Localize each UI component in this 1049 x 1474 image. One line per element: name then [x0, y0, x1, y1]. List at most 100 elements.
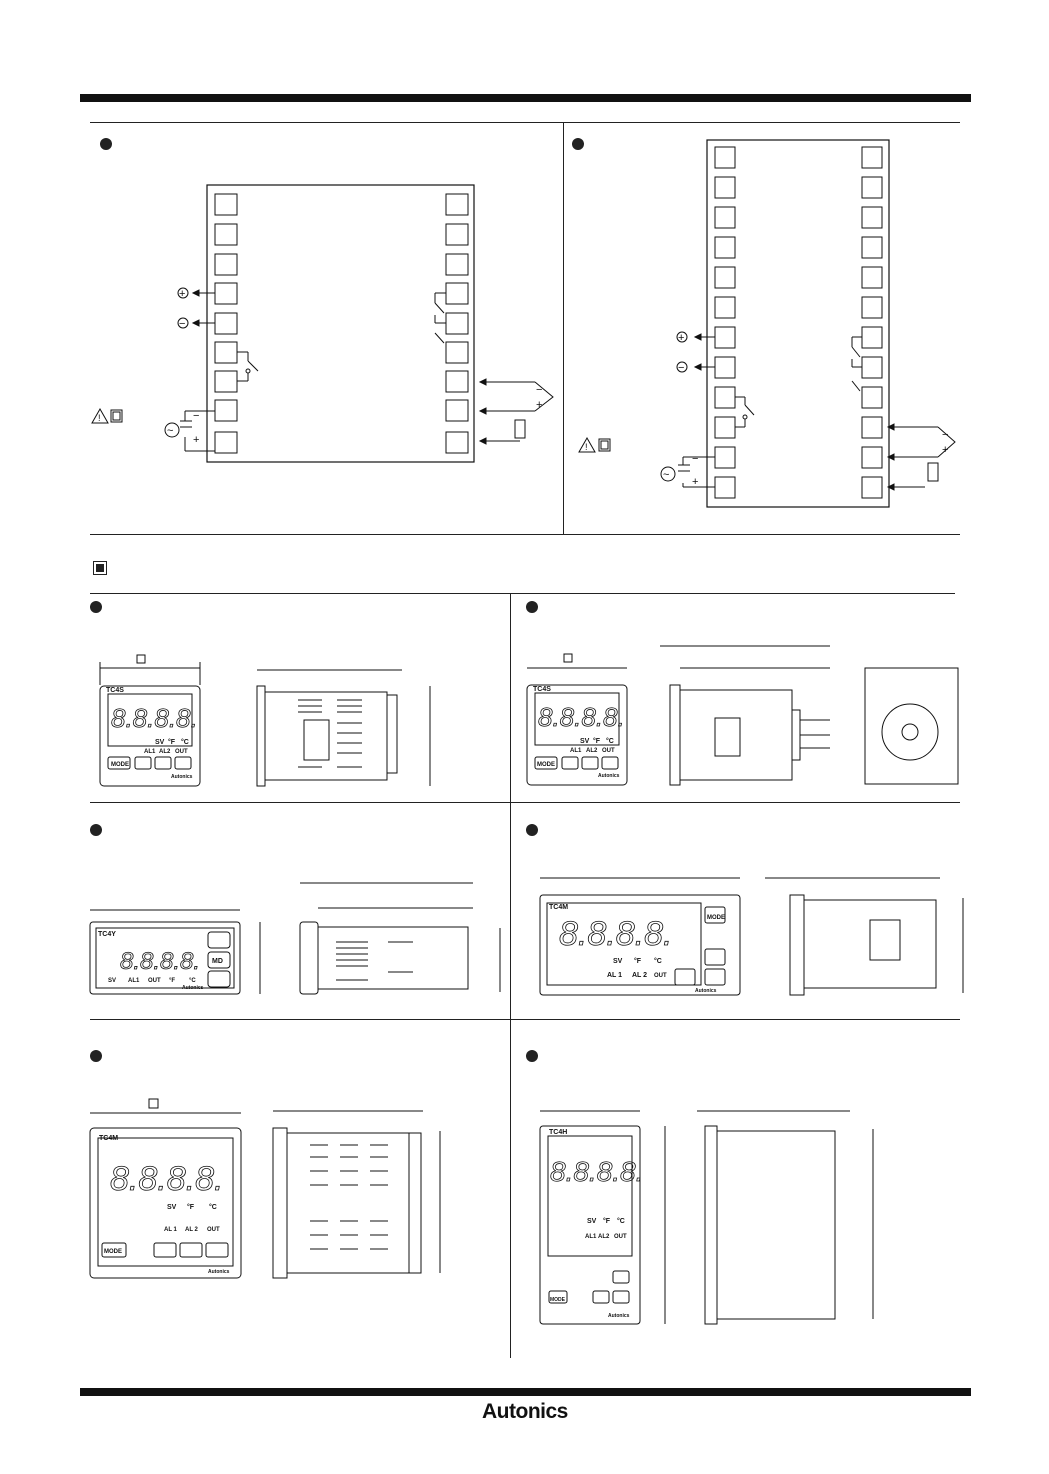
svg-text:°C: °C: [654, 957, 662, 965]
bottom-rule: [80, 1388, 971, 1396]
tc4m-dimension-drawing: TC4M MODE SV °F °C AL 1 AL 2 OUT Autonic…: [89, 1098, 441, 1279]
svg-text:SV: SV: [587, 1218, 597, 1225]
svg-text:OUT: OUT: [175, 749, 188, 755]
svg-text:OUT: OUT: [654, 973, 667, 979]
svg-text:+: +: [536, 399, 542, 411]
connection-diagram-right: + − ~ ! − + − +: [578, 139, 956, 508]
svg-text:−: −: [193, 410, 199, 422]
svg-text:AL2: AL2: [586, 748, 598, 754]
top-rule: [80, 94, 971, 102]
svg-text:−: −: [692, 453, 698, 465]
bullet-icon: [90, 1050, 102, 1062]
svg-text:8.8.8.8.: 8.8.8.8.: [111, 703, 198, 733]
svg-text:OUT: OUT: [207, 1227, 220, 1233]
svg-text:MODE: MODE: [550, 1297, 566, 1303]
section-rule: [90, 122, 960, 123]
svg-text:°C: °C: [617, 1217, 625, 1225]
section-rule: [90, 593, 955, 594]
tc4w-dimension-drawing: TC4M MODE SV °F °C AL 1 AL 2 OUT Autonic…: [539, 877, 964, 996]
tc4h-dimension-drawing: TC4H MODE SV °F °C AL1 AL2 OUT Autonics …: [539, 1110, 874, 1325]
svg-text:AL1: AL1: [570, 748, 582, 754]
section-divider: [563, 122, 564, 534]
bullet-icon: [526, 1050, 538, 1062]
tc4y-dimension-drawing: TC4Y MD SV AL1 OUT °F °C Autonics 8.8.8.…: [89, 882, 501, 995]
plus-symbol: +: [179, 288, 185, 300]
ac-symbol: ~: [167, 425, 173, 437]
svg-text:Autonics: Autonics: [171, 774, 193, 780]
svg-text:OUT: OUT: [148, 978, 161, 984]
svg-text:−: −: [678, 362, 684, 374]
section-rule: [90, 534, 960, 535]
svg-text:AL 1: AL 1: [607, 972, 622, 979]
svg-text:+: +: [942, 444, 948, 456]
svg-text:!: !: [98, 413, 101, 423]
svg-text:MD: MD: [212, 958, 223, 965]
svg-text:°C: °C: [189, 978, 196, 984]
svg-text:°C: °C: [209, 1203, 217, 1211]
svg-text:SV: SV: [108, 978, 116, 984]
tc4s-model-label: TC4S: [106, 687, 124, 694]
svg-text:MODE: MODE: [104, 1249, 122, 1255]
svg-text:°C: °C: [606, 737, 614, 745]
svg-text:OUT: OUT: [602, 748, 615, 754]
svg-text:+: +: [193, 434, 199, 446]
svg-text:Autonics: Autonics: [598, 773, 620, 779]
svg-text:AL 2: AL 2: [185, 1227, 199, 1233]
svg-text:°F: °F: [187, 1203, 195, 1211]
bullet-icon: [526, 824, 538, 836]
svg-text:OUT: OUT: [614, 1234, 627, 1240]
bullet-icon: [90, 601, 102, 613]
svg-text:!: !: [585, 442, 588, 452]
svg-text:°C: °C: [181, 738, 189, 746]
svg-text:°F: °F: [593, 737, 601, 745]
svg-text:°F: °F: [634, 957, 642, 965]
svg-text:AL 1: AL 1: [164, 1227, 178, 1233]
svg-text:SV: SV: [155, 739, 165, 746]
svg-text:AL2: AL2: [598, 1234, 610, 1240]
svg-text:AL 2: AL 2: [632, 972, 647, 979]
svg-text:Autonics: Autonics: [695, 988, 717, 994]
svg-text:MODE: MODE: [707, 915, 725, 921]
svg-text:AL2: AL2: [159, 749, 171, 755]
section-rule: [90, 1019, 960, 1020]
svg-text:Autonics: Autonics: [208, 1269, 230, 1275]
svg-text:−: −: [536, 384, 542, 396]
svg-text:8.8.8.8.: 8.8.8.8.: [120, 948, 200, 975]
section-divider: [510, 593, 511, 1358]
svg-text:8.8.8.8.: 8.8.8.8.: [538, 702, 625, 732]
svg-text:TC4S: TC4S: [533, 686, 551, 693]
svg-text:°F: °F: [169, 978, 175, 984]
svg-text:°F: °F: [168, 738, 176, 746]
svg-text:Autonics: Autonics: [608, 1313, 630, 1319]
bullet-icon: [100, 138, 112, 150]
svg-text:8.8.8.8.: 8.8.8.8.: [550, 1156, 643, 1187]
svg-text:AL1: AL1: [144, 749, 156, 755]
svg-text:SV: SV: [580, 738, 590, 745]
svg-text:MODE: MODE: [111, 762, 129, 768]
svg-text:SV: SV: [167, 1204, 177, 1211]
bullet-icon: [526, 601, 538, 613]
svg-text:~: ~: [663, 469, 669, 481]
svg-text:−: −: [942, 429, 948, 441]
brand-logo: Autonics: [482, 1400, 568, 1423]
svg-text:+: +: [692, 476, 698, 488]
connection-diagram-left: + − ~ ! − + − +: [91, 184, 554, 463]
svg-text:Autonics: Autonics: [182, 985, 204, 991]
svg-text:+: +: [678, 332, 684, 344]
section-square-icon: [93, 561, 107, 575]
minus-symbol: −: [179, 318, 185, 330]
svg-text:MODE: MODE: [537, 762, 555, 768]
svg-text:AL1: AL1: [128, 978, 140, 984]
svg-text:SV: SV: [613, 958, 623, 965]
tc4s-dimension-drawing: TC4S MODE SV °F °C AL1 AL2 OUT Autonics …: [99, 654, 431, 787]
svg-text:TC4M: TC4M: [99, 1135, 118, 1142]
svg-text:AL1: AL1: [585, 1234, 597, 1240]
svg-text:°F: °F: [603, 1217, 611, 1225]
svg-text:8.8.8.8.: 8.8.8.8.: [110, 1160, 223, 1198]
bullet-icon: [572, 138, 584, 150]
svg-text:TC4Y: TC4Y: [98, 931, 116, 938]
svg-text:TC4M: TC4M: [549, 904, 568, 911]
tc4sp-dimension-drawing: TC4S MODE SV °F °C AL1 AL2 OUT Autonics …: [526, 645, 959, 786]
svg-text:TC4H: TC4H: [549, 1129, 567, 1136]
section-rule: [90, 802, 960, 803]
